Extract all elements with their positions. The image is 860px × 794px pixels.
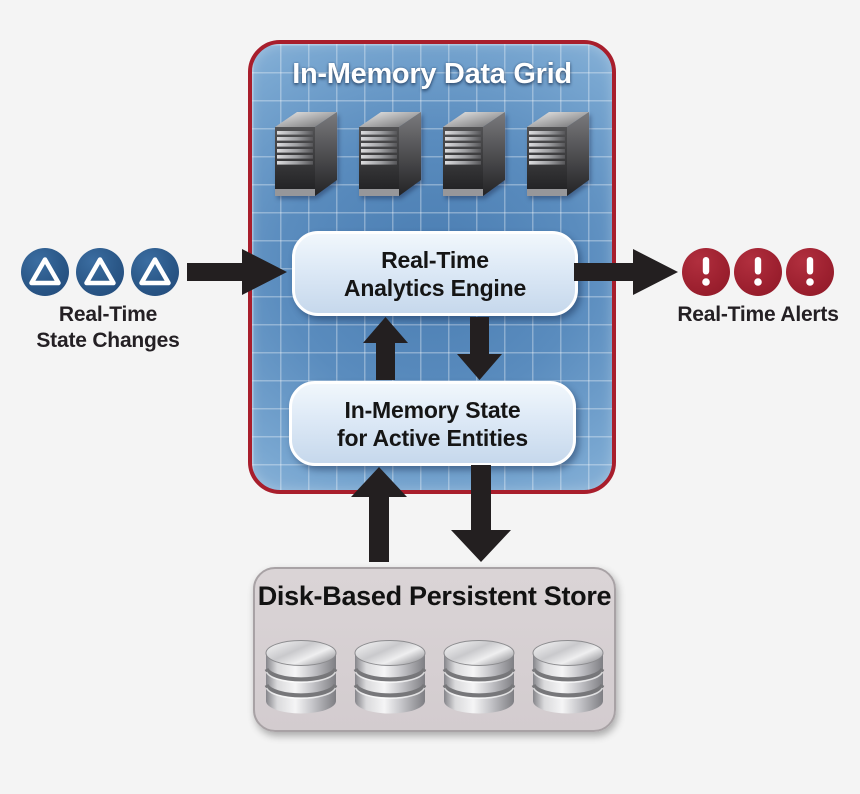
arrow-down-analytics-to-state xyxy=(457,317,502,380)
arrow-down-state-to-disk xyxy=(451,465,511,562)
state-change-icon xyxy=(131,248,179,296)
delta-triangle-icon xyxy=(84,257,116,286)
database-cluster xyxy=(255,639,614,717)
database-icon xyxy=(442,640,516,714)
delta-triangle-icon xyxy=(139,257,171,286)
alert-icon xyxy=(682,248,730,296)
exclamation-icon xyxy=(806,257,814,286)
arrow-up-disk-to-state xyxy=(351,467,407,562)
analytics-label-line2: Analytics Engine xyxy=(343,274,527,301)
arrow-right-grid-to-alerts xyxy=(574,249,678,295)
state-label-line2: for Active Entities xyxy=(337,424,528,451)
in-memory-state-box: In-Memory State for Active Entities xyxy=(289,381,576,466)
state-changes-label-line2: State Changes xyxy=(36,329,180,352)
state-label-line1: In-Memory State xyxy=(344,396,521,423)
exclamation-icon xyxy=(754,257,762,286)
disk-persistent-store-container: Disk-Based Persistent Store xyxy=(253,567,616,732)
server-icon xyxy=(443,112,505,196)
state-changes-label-line1: Real-Time xyxy=(58,303,158,326)
real-time-analytics-engine-box: Real-Time Analytics Engine xyxy=(292,231,578,316)
database-icon xyxy=(264,640,338,714)
alert-icon xyxy=(734,248,782,296)
state-change-icon xyxy=(21,248,69,296)
server-cluster xyxy=(252,106,612,202)
exclamation-icon xyxy=(702,257,710,286)
grid-title: In-Memory Data Grid xyxy=(292,58,572,90)
database-icon xyxy=(353,640,427,714)
server-icon xyxy=(527,112,589,196)
arrow-right-inputs-to-grid xyxy=(187,249,287,295)
alert-icon xyxy=(786,248,834,296)
delta-triangle-icon xyxy=(29,257,61,286)
analytics-label-line1: Real-Time xyxy=(381,246,489,273)
state-change-icon xyxy=(76,248,124,296)
database-icon xyxy=(531,640,605,714)
server-icon xyxy=(359,112,421,196)
alerts-label: Real-Time Alerts xyxy=(677,303,839,326)
disk-store-title: Disk-Based Persistent Store xyxy=(257,581,612,611)
state-changes-label: Real-Time State Changes xyxy=(13,302,203,354)
server-icon xyxy=(275,112,337,196)
arrow-up-state-to-analytics xyxy=(363,317,408,380)
